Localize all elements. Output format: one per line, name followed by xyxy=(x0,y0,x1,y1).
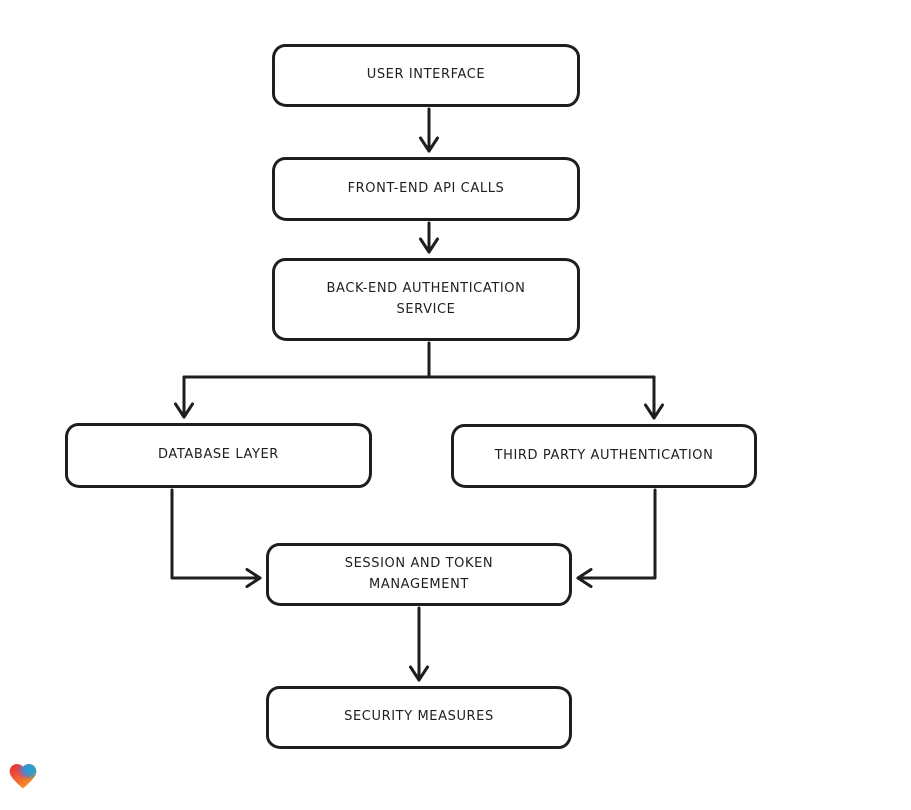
edge-thirdparty-to-session xyxy=(576,488,657,588)
node-back-end-authentication-service: BACK-END AUTHENTICATION SERVICE xyxy=(272,258,580,341)
edge-backend-branch-trunk xyxy=(182,341,656,379)
node-session-and-token-management-label: SESSION AND TOKEN MANAGEMENT xyxy=(344,556,494,592)
node-user-interface-label: USER INTERFACE xyxy=(366,67,486,83)
node-security-measures: SECURITY MEASURES xyxy=(266,686,572,749)
node-user-interface: USER INTERFACE xyxy=(272,44,580,107)
heart-icon xyxy=(9,764,37,789)
node-third-party-authentication-label: THIRD PARTY AUTHENTICATION xyxy=(494,447,714,463)
node-database-layer: DATABASE LAYER xyxy=(65,423,372,488)
node-database-layer-label: DATABASE LAYER xyxy=(158,447,279,463)
edge-database-to-session xyxy=(170,488,262,588)
node-session-and-token-management: SESSION AND TOKEN MANAGEMENT xyxy=(266,543,572,606)
node-front-end-api-calls-label: FRONT-END API CALLS xyxy=(347,180,505,196)
node-front-end-api-calls: FRONT-END API CALLS xyxy=(272,157,580,221)
node-back-end-authentication-service-label: BACK-END AUTHENTICATION SERVICE xyxy=(326,281,526,317)
node-third-party-authentication: THIRD PARTY AUTHENTICATION xyxy=(451,424,757,488)
gradient-heart-logo[interactable] xyxy=(7,760,39,792)
node-security-measures-label: SECURITY MEASURES xyxy=(344,709,494,725)
